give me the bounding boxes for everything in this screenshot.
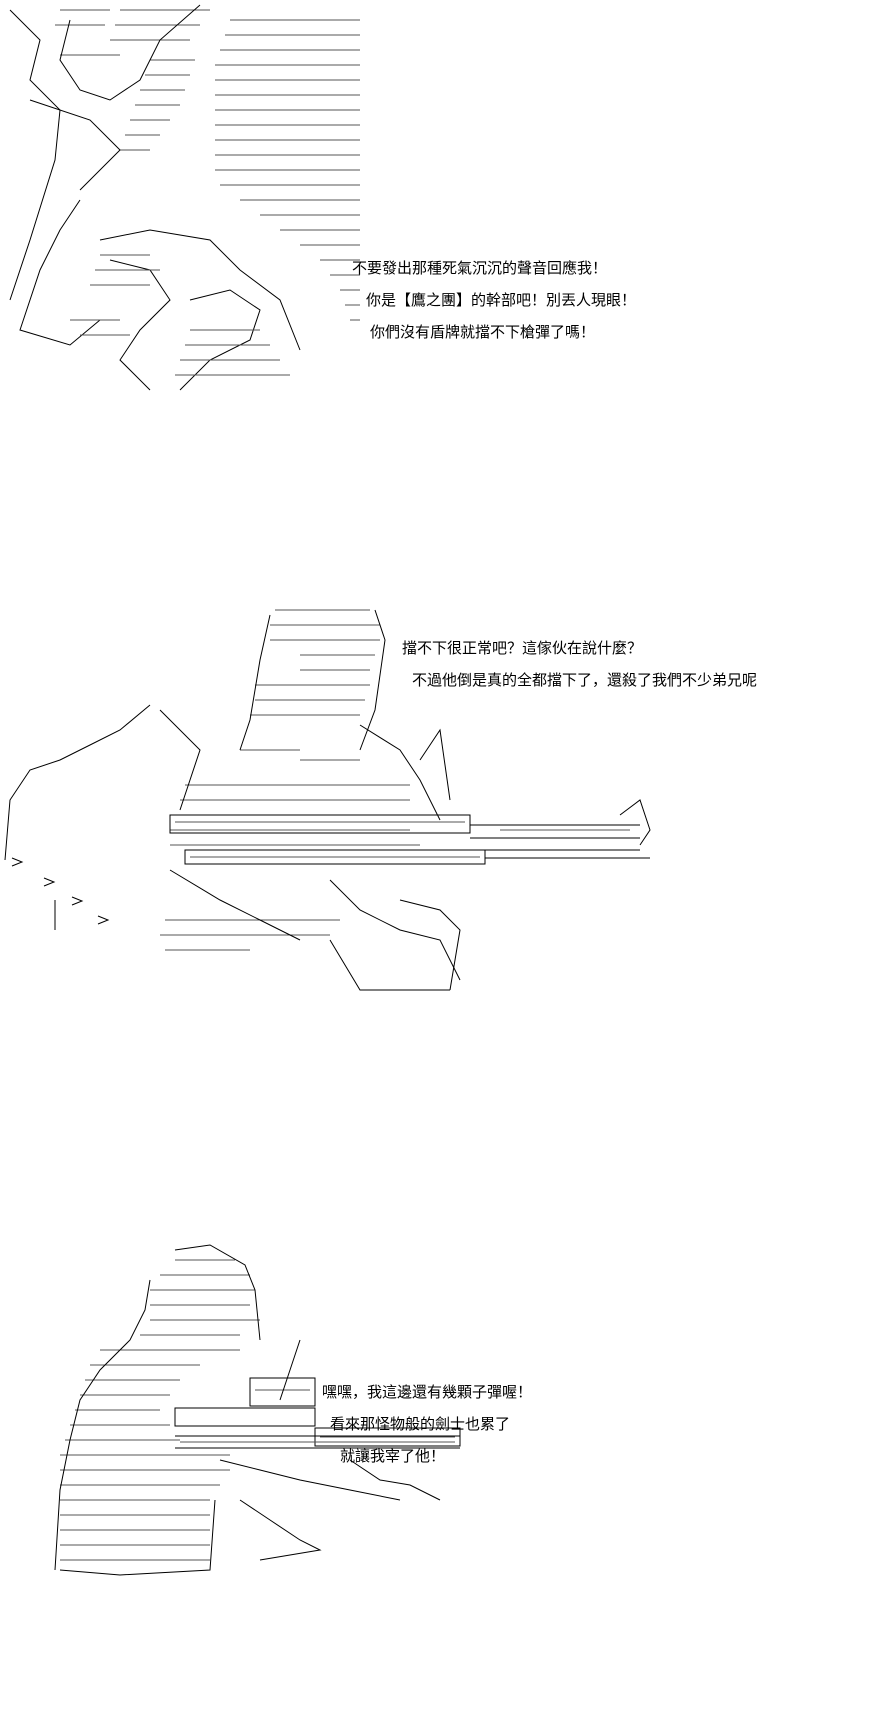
ascii-art-soldier-aiming [0,1240,520,1710]
panel-3: 嘿嘿，我這邊還有幾顆子彈喔！ 看來那怪物般的劍士也累了 就讓我宰了他！ [0,1240,881,1710]
dialogue-line: 不過他倒是真的全都擋下了，還殺了我們不少弟兄呢 [412,671,758,689]
dialogue-line: 看來那怪物般的劍士也累了 [330,1415,511,1433]
panel-2: 擋不下很正常吧？這傢伙在說什麼？ 不過他倒是真的全都擋下了，還殺了我們不少弟兄呢 [0,600,881,1050]
dialogue-line: 擋不下很正常吧？這傢伙在說什麼？ [402,639,643,657]
dialogue-line: 你是【鷹之團】的幹部吧！別丟人現眼！ [366,291,637,309]
dialogue-line: 就讓我宰了他！ [340,1447,446,1465]
dialogue-line: 嘿嘿，我這邊還有幾顆子彈喔！ [322,1383,533,1401]
panel-1: 不要發出那種死氣沉沉的聲音回應我！ 你是【鷹之團】的幹部吧！別丟人現眼！ 你們沒… [0,0,881,430]
dialogue-line: 你們沒有盾牌就擋不下槍彈了嗎！ [370,323,596,341]
ascii-art-soldier-with-rifle [0,600,720,1050]
ascii-art-figure-saluting [0,0,360,420]
dialogue-line: 不要發出那種死氣沉沉的聲音回應我！ [352,259,608,277]
